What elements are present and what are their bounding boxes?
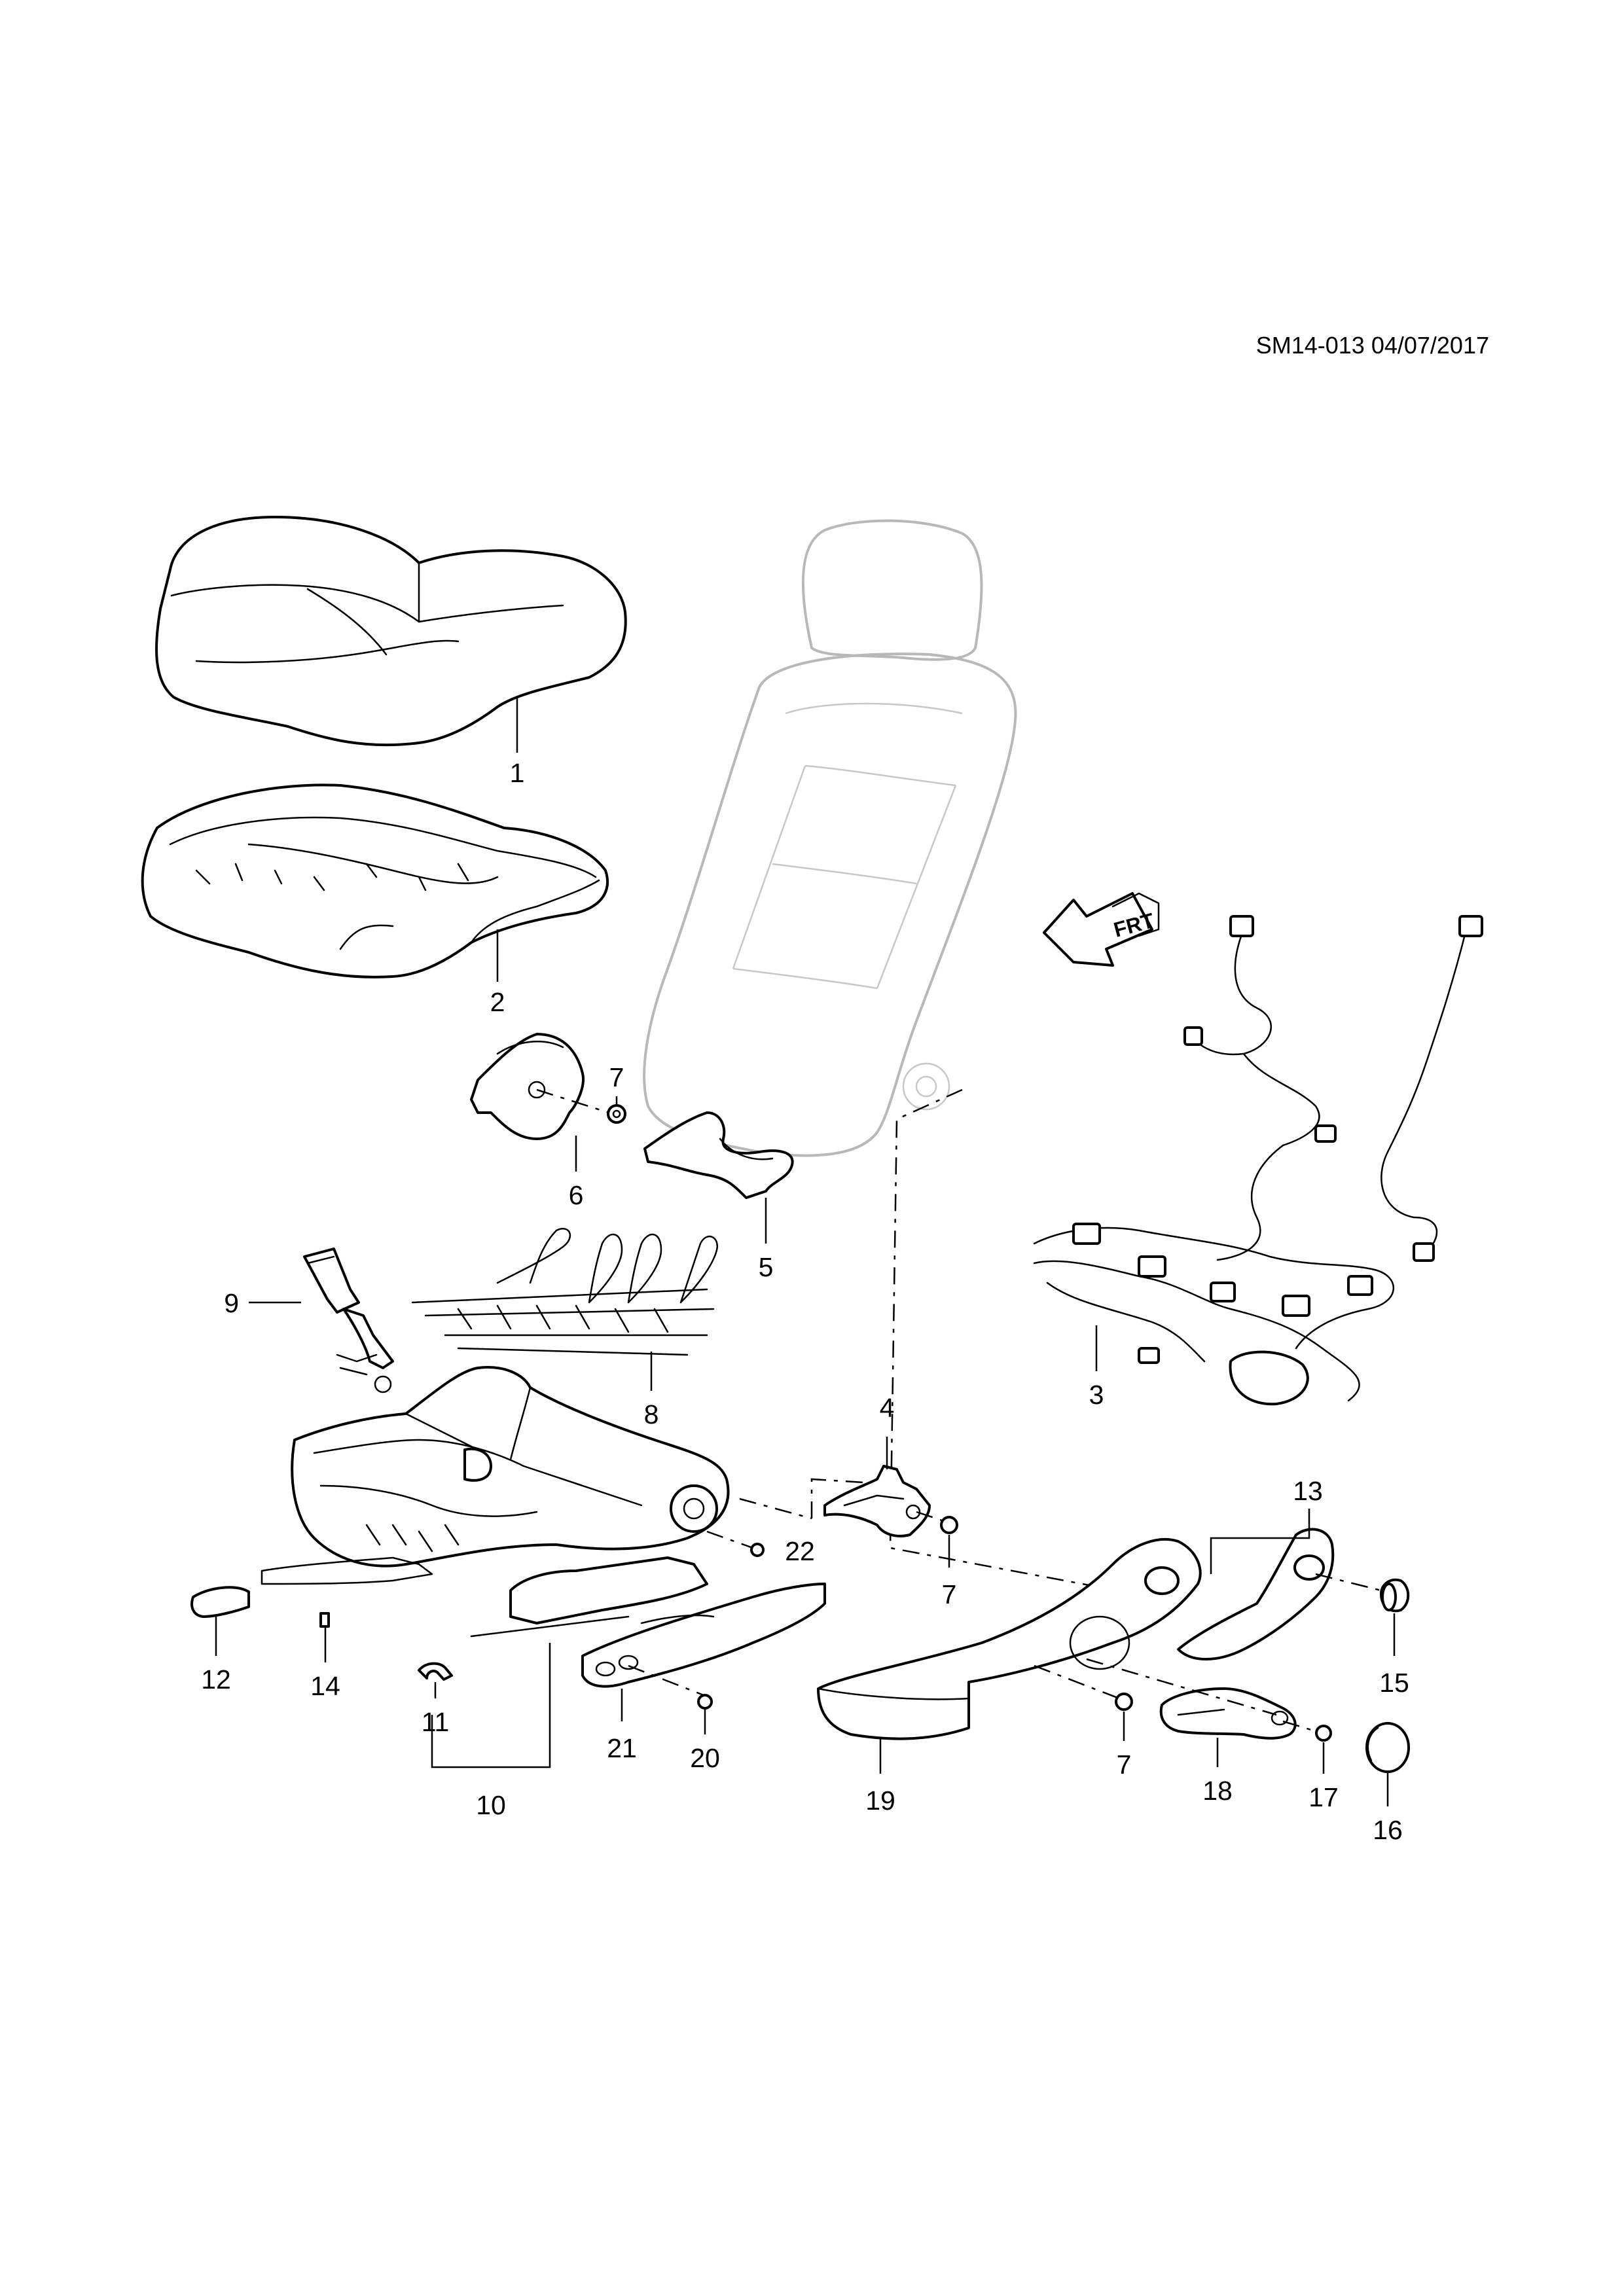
callout-17: 17 <box>1308 1782 1339 1812</box>
callout-10: 10 <box>476 1790 506 1820</box>
part-18-lower-cover <box>1159 1687 1297 1740</box>
part-7-bolt-c <box>1115 1693 1133 1711</box>
callout-5: 5 <box>759 1252 774 1282</box>
callout-14: 14 <box>310 1671 340 1701</box>
part-4-recliner-bracket <box>823 1465 931 1537</box>
part-16-cap <box>1365 1722 1410 1773</box>
part-12-handle <box>190 1586 250 1618</box>
callout-22: 22 <box>785 1536 815 1566</box>
callout-2: 2 <box>490 987 505 1017</box>
part-17-nut <box>1315 1725 1332 1742</box>
callout-9: 9 <box>224 1288 239 1318</box>
ghost-seat-outline <box>643 519 1017 1157</box>
callout-12: 12 <box>201 1664 231 1695</box>
part-10-seat-frame <box>261 1366 730 1638</box>
part-7-nut-b <box>940 1516 958 1534</box>
part-3-wiring-harness <box>1033 915 1483 1406</box>
part-6-bracket <box>470 1033 585 1140</box>
part-11-clip <box>418 1662 453 1681</box>
part-14-clip <box>319 1612 330 1628</box>
callout-7-upper: 7 <box>609 1062 624 1092</box>
part-8-suspension-mat <box>411 1228 719 1356</box>
callout-11: 11 <box>422 1707 450 1737</box>
callout-4: 4 <box>880 1393 895 1423</box>
part-5-trim-cover <box>643 1111 794 1199</box>
callout-18: 18 <box>1202 1776 1233 1806</box>
callout-19: 19 <box>865 1785 895 1816</box>
part-19-side-shield <box>817 1537 1202 1740</box>
callout-13: 13 <box>1293 1476 1323 1506</box>
part-15-cap <box>1380 1578 1410 1613</box>
part-9-belt-buckle <box>303 1247 394 1393</box>
callout-7-lower: 7 <box>1117 1749 1132 1780</box>
part-2-cushion-pad <box>141 783 609 978</box>
callout-21: 21 <box>607 1733 637 1763</box>
callout-8: 8 <box>644 1399 659 1429</box>
callout-15: 15 <box>1379 1668 1409 1698</box>
front-direction-arrow: FRT <box>1043 892 1160 967</box>
part-20-screw <box>697 1694 713 1710</box>
callout-3: 3 <box>1089 1380 1104 1410</box>
part-22-screw <box>750 1543 765 1557</box>
part-13-recliner-cover <box>1177 1528 1335 1660</box>
callout-6: 6 <box>569 1180 584 1210</box>
callout-7-middle: 7 <box>942 1579 957 1609</box>
callout-16: 16 <box>1373 1815 1403 1845</box>
part-21-lower-trim <box>581 1583 826 1688</box>
part-7-nut-a <box>607 1104 626 1124</box>
part-1-cushion-cover <box>155 516 627 747</box>
callout-20: 20 <box>690 1743 720 1773</box>
callout-1: 1 <box>510 758 525 788</box>
reference-code: SM14-013 04/07/2017 <box>1256 332 1489 359</box>
